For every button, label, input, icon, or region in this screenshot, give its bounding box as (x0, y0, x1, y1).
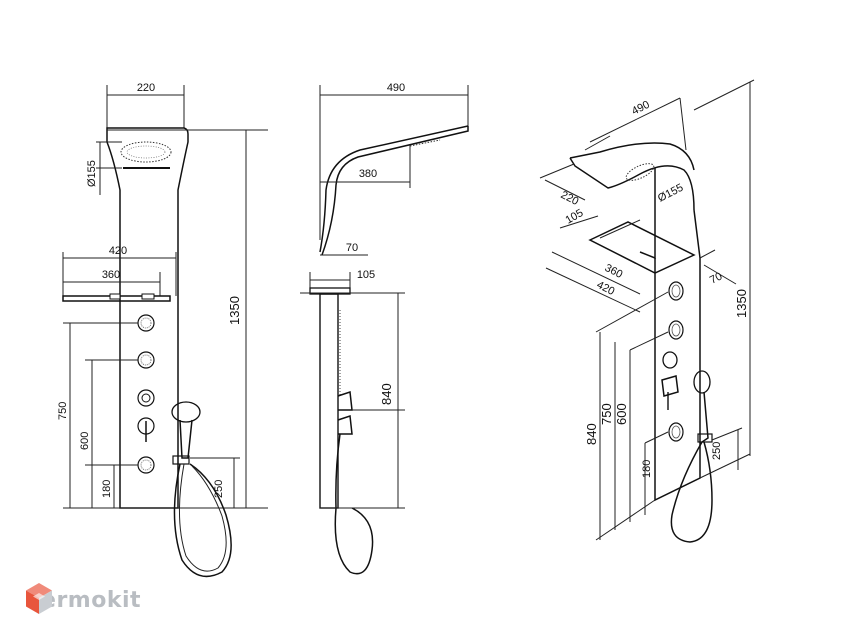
front-width-top: 220 (137, 82, 155, 94)
side-view: 490 380 70 105 840 (300, 82, 469, 575)
iso-jet-low: 180 (641, 460, 653, 478)
front-jet-low: 180 (101, 480, 113, 498)
front-width-shelf: 420 (109, 245, 127, 257)
iso-height-total: 1350 (734, 289, 749, 318)
iso-jet-top: 750 (599, 403, 614, 425)
iso-diameter: Ø155 (656, 182, 685, 205)
front-jet-mid: 600 (79, 432, 91, 450)
iso-width-top: 220 (559, 189, 581, 208)
cube-logo-icon (26, 583, 52, 614)
side-shelf-depth: 105 (357, 269, 375, 281)
iso-width-shelf: 420 (595, 279, 617, 298)
iso-reach: 490 (630, 99, 652, 118)
iso-shelf-depth: 105 (564, 207, 586, 227)
iso-offset: 70 (708, 270, 724, 286)
side-head-depth: 380 (359, 168, 377, 180)
iso-view: 490 220 Ø155 105 360 420 70 (539, 79, 755, 543)
front-width-inner: 360 (102, 269, 120, 281)
brand-logo: termokit (24, 582, 141, 618)
front-diameter: Ø155 (86, 160, 98, 187)
side-offset: 70 (346, 242, 358, 254)
front-view: 220 Ø155 420 360 (57, 82, 268, 578)
side-height-outlet: 840 (379, 383, 394, 405)
front-hand-shower: 250 (213, 480, 225, 498)
iso-jet-mid: 600 (614, 403, 629, 425)
front-jet-top: 750 (57, 402, 69, 420)
iso-hand-shower: 250 (711, 442, 723, 460)
front-height-total: 1350 (227, 296, 242, 325)
side-reach: 490 (387, 82, 405, 94)
iso-height-outlet: 840 (584, 423, 599, 445)
